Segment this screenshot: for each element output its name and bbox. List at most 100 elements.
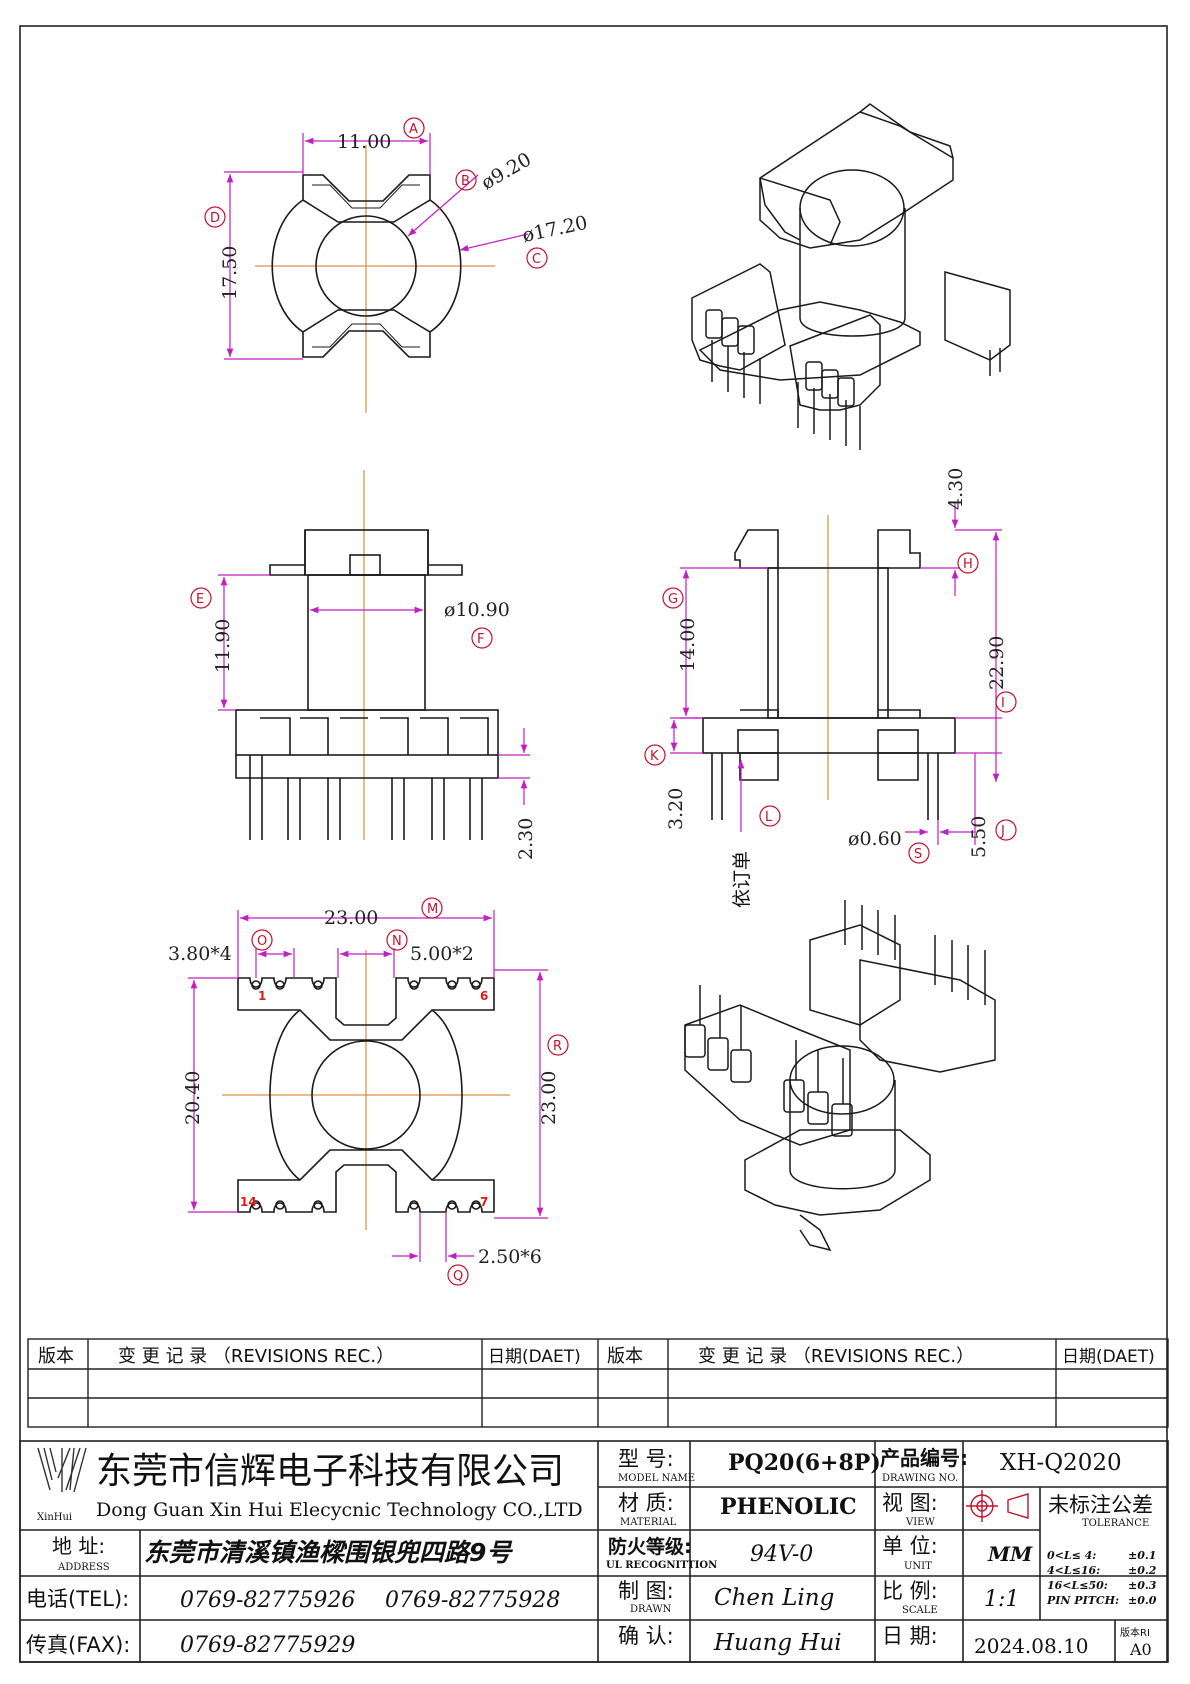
drawing-no-label-en: DRAWING NO. — [882, 1473, 958, 1484]
tel-label: 电话(TEL): — [26, 1587, 129, 1611]
tag-h: H — [963, 557, 973, 572]
revisions-table — [27, 1338, 1169, 1428]
dim-pin-offset: 5.50 — [968, 816, 990, 858]
scale-label-en: SCALE — [902, 1605, 938, 1616]
material-value: PHENOLIC — [720, 1494, 857, 1520]
fire-value: 94V-0 — [750, 1542, 813, 1567]
drawn-value: Chen Ling — [714, 1585, 834, 1611]
material-label-en: MATERIAL — [620, 1517, 677, 1528]
callout-tags-bottom — [251, 897, 569, 1286]
fax-label: 传真(FAX): — [26, 1633, 130, 1657]
drawing-no-value: XH-Q2020 — [1000, 1450, 1122, 1476]
pin-label-7: 7 — [480, 1195, 488, 1209]
tag-e: E — [196, 592, 204, 607]
dim-width: 11.00 — [337, 131, 391, 153]
dim-total-height: 22.90 — [986, 636, 1008, 690]
fire-label-en: UL RECOGNITTION — [606, 1560, 717, 1571]
tolerance-label: 未标注公差 — [1048, 1493, 1153, 1517]
tol-value-1: ±0.1 — [1128, 1549, 1156, 1562]
side-view — [702, 515, 956, 820]
dim-height: 17.50 — [219, 246, 241, 300]
address-label: 地 址: — [52, 1534, 105, 1558]
tag-b: B — [461, 174, 470, 189]
front-view-dims — [218, 574, 530, 805]
tag-c: C — [532, 252, 541, 267]
scale-label: 比 例: — [882, 1579, 938, 1603]
tol-value-3: ±0.3 — [1128, 1579, 1157, 1592]
sheet-border — [19, 25, 1168, 1663]
tel-1: 0769-82775926 — [180, 1588, 355, 1613]
isometric-view-top — [691, 103, 1011, 450]
scale-value: 1:1 — [984, 1587, 1019, 1612]
tol-range-4: PIN PITCH: — [1046, 1594, 1119, 1607]
dim-outer-dia: ø17.20 — [520, 212, 589, 247]
tag-a: A — [409, 122, 418, 137]
tol-value-2: ±0.2 — [1128, 1564, 1157, 1577]
rev-col-date-2: 日期(DAET) — [1062, 1347, 1155, 1367]
company-name-cn: 东莞市信辉电子科技有限公司 — [96, 1451, 564, 1492]
dim-pin-length: 2.30 — [515, 818, 537, 860]
view-label-en: VIEW — [905, 1517, 935, 1528]
rev-col-ver-2: 版本 — [607, 1346, 643, 1367]
model-label: 型 号: — [618, 1447, 674, 1471]
isometric-view-bottom — [684, 900, 996, 1252]
company-name-en: Dong Guan Xin Hui Elecycnic Technology C… — [96, 1499, 583, 1521]
side-view-dims — [670, 502, 1002, 845]
view-label: 视 图: — [882, 1491, 938, 1515]
tol-range-3: 16<L≤50: — [1047, 1579, 1108, 1592]
rev-col-rec-2: 变 更 记 录 （REVISIONS REC.） — [698, 1346, 974, 1367]
dim-base-height: 3.20 — [665, 788, 687, 830]
tol-range-1: 0<L≤ 4: — [1047, 1549, 1096, 1562]
material-label: 材 质: — [618, 1491, 674, 1515]
dim-inner-dia: ø9.20 — [478, 148, 536, 194]
dim-slot-pitch: 3.80*4 — [168, 943, 232, 965]
bottom-view-dims — [188, 910, 548, 1262]
tag-r: R — [553, 1039, 562, 1054]
callout-tags-top — [204, 117, 548, 269]
tol-range-2: 4<L≤16: — [1047, 1564, 1100, 1577]
tol-value-4: ±0.0 — [1128, 1594, 1157, 1607]
tag-o: O — [257, 934, 267, 949]
logo-text: XinHui — [37, 1512, 72, 1523]
dim-top-flange: 4.30 — [945, 468, 967, 510]
dim-pin-pitch: 2.50*6 — [478, 1246, 542, 1268]
tag-d: D — [210, 211, 220, 226]
dim-slot-gap: 5.00*2 — [410, 943, 474, 965]
tag-m: M — [427, 902, 438, 917]
pin-label-14: 14 — [240, 1195, 257, 1209]
model-value: PQ20(6+8P) — [728, 1450, 881, 1476]
dim-core-dia: ø10.90 — [444, 599, 510, 621]
rev-col-rec-1: 变 更 记 录 （REVISIONS REC.） — [118, 1346, 394, 1367]
drawing-no-label: 产品编号: — [880, 1446, 968, 1470]
unit-label: 单 位: — [882, 1534, 938, 1558]
callout-tags-side — [644, 552, 1017, 864]
tag-k: K — [650, 749, 659, 764]
fire-label: 防火等级: — [608, 1535, 692, 1558]
note-per-order: 依订单 — [731, 851, 753, 908]
dim-height-inner: 20.40 — [182, 1071, 204, 1125]
drawn-label-en: DRAWN — [630, 1604, 672, 1615]
model-label-en: MODEL NAME — [618, 1473, 695, 1484]
tag-i: I — [1001, 696, 1005, 711]
address-label-en: ADDRESS — [57, 1562, 110, 1573]
confirm-value: Huang Hui — [713, 1630, 842, 1656]
date-value: 2024.08.10 — [974, 1634, 1089, 1658]
front-view — [235, 470, 499, 840]
tel-2: 0769-82775928 — [385, 1588, 560, 1613]
unit-value: MM — [987, 1542, 1033, 1566]
pin-label-1: 1 — [258, 989, 266, 1003]
callout-tags-front — [190, 587, 493, 649]
drawn-label: 制 图: — [618, 1579, 674, 1603]
date-label: 日 期: — [882, 1624, 938, 1648]
address-value: 东莞市清溪镇渔樑围银兜四路9号 — [144, 1538, 513, 1567]
confirm-label: 确 认: — [618, 1624, 674, 1648]
top-view-dims — [224, 133, 529, 360]
tag-j: J — [1000, 824, 1005, 839]
tag-l: L — [765, 810, 773, 825]
tag-s: S — [914, 847, 922, 862]
company-logo — [37, 1447, 87, 1493]
version-value: A0 — [1129, 1640, 1152, 1659]
dim-height-outer: 23.00 — [538, 1071, 560, 1125]
top-view — [255, 145, 495, 413]
